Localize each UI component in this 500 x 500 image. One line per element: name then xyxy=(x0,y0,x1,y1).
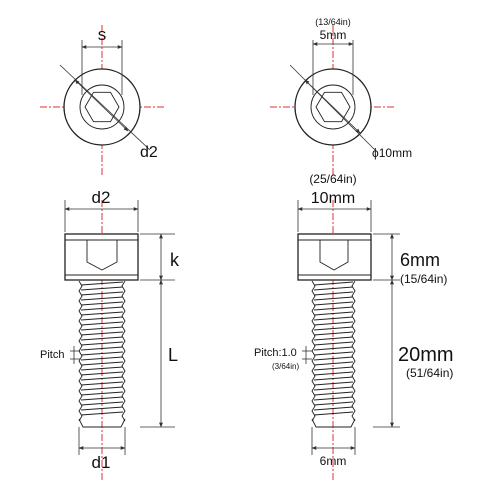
left-side-view xyxy=(64,200,175,480)
L-label: L xyxy=(168,345,178,365)
thread-mm-label: 6mm xyxy=(320,454,347,468)
socket-mm-label: 5mm xyxy=(320,28,347,42)
dia-mm-label: 10mm xyxy=(311,190,355,207)
right-side-view xyxy=(297,200,400,480)
length-in-label: (51/64in) xyxy=(406,366,453,380)
pitch-in-label: (3/64in) xyxy=(272,362,299,371)
length-mm-label: 20mm xyxy=(398,344,454,366)
head-in-label: (15/64in) xyxy=(400,272,447,286)
left-top-view xyxy=(40,25,165,175)
d2-head-label: d2 xyxy=(140,144,158,161)
k-label: k xyxy=(170,250,180,270)
socket-in-label: (13/64in) xyxy=(315,17,351,27)
right-thread-body xyxy=(311,280,356,428)
head-mm-label: 6mm xyxy=(400,250,440,270)
right-top-view xyxy=(270,25,395,175)
d1-label: d1 xyxy=(92,453,111,472)
pitch-label: Pitch xyxy=(40,349,64,361)
d2-top-label: d2 xyxy=(92,188,111,207)
dia-in-label: (25/64in) xyxy=(309,172,356,186)
s-label: s xyxy=(98,25,107,44)
pitch-label-right: Pitch:1.0 xyxy=(254,347,297,359)
phi-label: ϕ10mm xyxy=(372,146,412,160)
left-thread-body xyxy=(78,280,126,428)
